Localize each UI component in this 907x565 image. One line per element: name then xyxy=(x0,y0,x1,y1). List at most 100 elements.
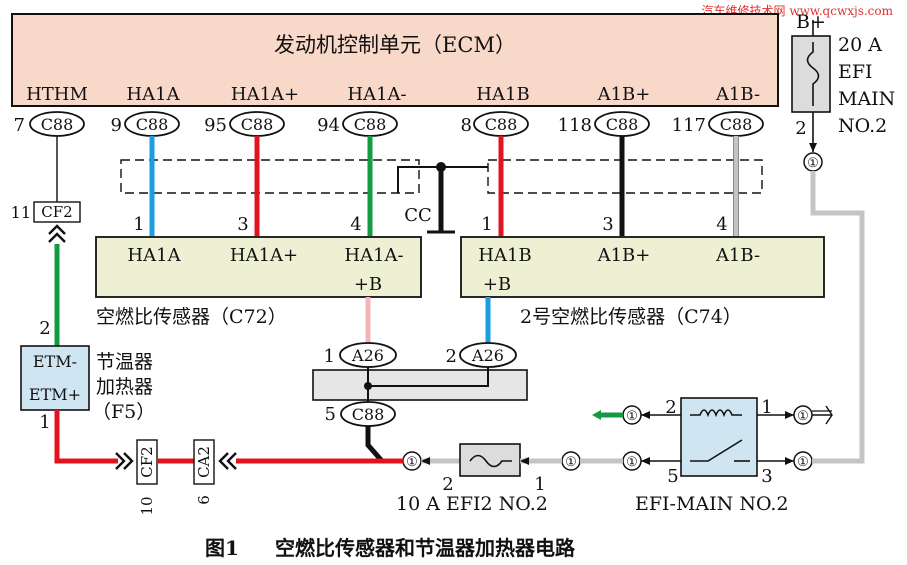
ecm-pin-label: HTHM xyxy=(26,84,88,105)
sensor-c74-caption: 2号空燃比传感器（C74） xyxy=(520,306,742,328)
shield-drain-wire xyxy=(397,166,488,193)
sensor-pin-label: A1B- xyxy=(715,245,760,266)
pin-number: 4 xyxy=(350,214,361,235)
sensor-pin-label: +B xyxy=(354,274,382,295)
sensor-c74-box xyxy=(460,236,825,298)
heater-name: （F5） xyxy=(92,401,155,423)
pin-number: 11 xyxy=(11,203,31,222)
sensor-wires xyxy=(149,136,739,236)
efi2-fuse-label: 10 A EFI2 NO.2 xyxy=(396,493,548,515)
node-mark: ① xyxy=(797,409,809,424)
connector-chevron xyxy=(115,452,134,470)
thermostat-heater-circuit: 11 CF2 2 ETM- ETM+ 节温器 加热器 （F5） 1 CF2 10… xyxy=(11,136,404,516)
pin-number: 9 xyxy=(111,115,122,136)
efi2-fuse-box xyxy=(459,443,521,477)
node-mark: ① xyxy=(626,455,638,470)
fuse-rating: 20 A xyxy=(838,34,882,56)
fuse-symbol xyxy=(806,42,820,106)
pin-number: 1 xyxy=(39,412,50,433)
shield-box-left xyxy=(120,159,420,194)
pin-number: 118 xyxy=(558,115,592,136)
sensor-pin-label: +B xyxy=(483,274,511,295)
pin-number: 5 xyxy=(667,466,678,487)
pin-number: 94 xyxy=(317,115,340,136)
connector-label: C88 xyxy=(136,115,169,134)
connector-label: C88 xyxy=(606,115,639,134)
connector-label: C88 xyxy=(41,115,74,134)
pin-number: 3 xyxy=(602,214,613,235)
sensor-c72: HA1A HA1A+ HA1A- +B 空燃比传感器（C72） xyxy=(95,236,422,328)
node-mark: ① xyxy=(807,156,819,171)
ecm-pin-label: A1B+ xyxy=(597,84,651,105)
pin-number: 1 xyxy=(133,214,144,235)
node-mark: ① xyxy=(406,455,418,470)
arrow-head xyxy=(520,457,529,465)
sensor-pin-label: HA1A xyxy=(127,245,181,266)
pin-number: 5 xyxy=(325,404,336,425)
battery-label: B+ xyxy=(796,11,826,33)
pin-number: 1 xyxy=(534,474,545,495)
heater-box xyxy=(20,345,90,411)
arrow-head xyxy=(641,457,650,465)
wire-gray xyxy=(810,171,865,464)
pin-number: 8 xyxy=(461,115,472,136)
continuation-mark xyxy=(825,405,833,425)
connector-box xyxy=(33,201,81,223)
junction-wire xyxy=(368,367,489,387)
sensor-pin-label: HA1B xyxy=(478,245,531,266)
connector-label: C88 xyxy=(720,115,753,134)
pin-number: 1 xyxy=(761,397,772,418)
relay-switch xyxy=(690,439,743,462)
connector-label: CF2 xyxy=(41,203,72,221)
connector-label: A26 xyxy=(471,346,504,365)
node-mark: ① xyxy=(565,455,577,470)
sensor-pin-label: HA1A+ xyxy=(230,245,298,266)
heater-name: 节温器 xyxy=(96,351,153,373)
heater-pin-label: ETM+ xyxy=(29,385,81,404)
pin-number: 7 xyxy=(14,115,25,136)
sensor-c72-caption: 空燃比传感器（C72） xyxy=(96,306,287,328)
ecm-pin-label: HA1B xyxy=(476,84,529,105)
fuse-symbol xyxy=(469,454,512,468)
ecm-title: 发动机控制单元（ECM） xyxy=(274,33,516,57)
efi2-fuse: 2 1 10 A EFI2 NO.2 xyxy=(396,443,562,515)
connector-label: A26 xyxy=(351,346,384,365)
connector-label: CF2 xyxy=(138,446,156,477)
connector-label: CA2 xyxy=(195,446,213,478)
sensor-c74: HA1B A1B+ A1B- +B 2号空燃比传感器（C74） xyxy=(460,236,825,328)
efi-main-fuse-box xyxy=(791,35,831,113)
ecm-pin-label: HA1A- xyxy=(347,84,406,105)
pin-number: 2 xyxy=(795,118,806,139)
ecm-pin-label: A1B- xyxy=(715,84,760,105)
efi-main-fuse: B+ 2 20 A EFI MAIN NO.2 xyxy=(791,11,895,152)
pin-number: 4 xyxy=(716,214,727,235)
pin-number: 3 xyxy=(237,214,248,235)
node-mark: ① xyxy=(626,409,638,424)
ecm-connectors: 7 C88 9 C88 95 C88 94 C88 8 C88 118 C88 … xyxy=(14,111,764,137)
node-mark: ① xyxy=(797,455,809,470)
relay-coil xyxy=(690,409,742,418)
connector-label: C88 xyxy=(485,115,518,134)
arrow-head xyxy=(421,457,430,465)
pin-number: 1 xyxy=(324,346,335,367)
arrow-head xyxy=(641,411,650,419)
pin-number: 2 xyxy=(442,474,453,495)
figure-number: 图1 xyxy=(205,536,239,560)
pin-number: 10 xyxy=(138,496,156,515)
relay-label: EFI-MAIN NO.2 xyxy=(635,493,789,515)
pin-number: 117 xyxy=(672,115,706,136)
node-marks: ① ① ① ① ① ① ① xyxy=(402,152,823,471)
wire-heater-bottom xyxy=(54,410,118,464)
fuse-name-line: NO.2 xyxy=(838,115,887,137)
sensor-pin-label: A1B+ xyxy=(597,245,651,266)
connector-chevron xyxy=(48,224,66,243)
ecm-pin-label: HA1A xyxy=(126,84,180,105)
connector-label: C88 xyxy=(241,115,274,134)
arrow-head xyxy=(785,457,794,465)
wire-sensor-power xyxy=(365,426,404,464)
shield-label: CC xyxy=(404,205,432,226)
pin-number: 3 xyxy=(761,466,772,487)
fuse-name-line: MAIN xyxy=(838,88,895,110)
sensor-pin-label: HA1A- xyxy=(344,245,403,266)
